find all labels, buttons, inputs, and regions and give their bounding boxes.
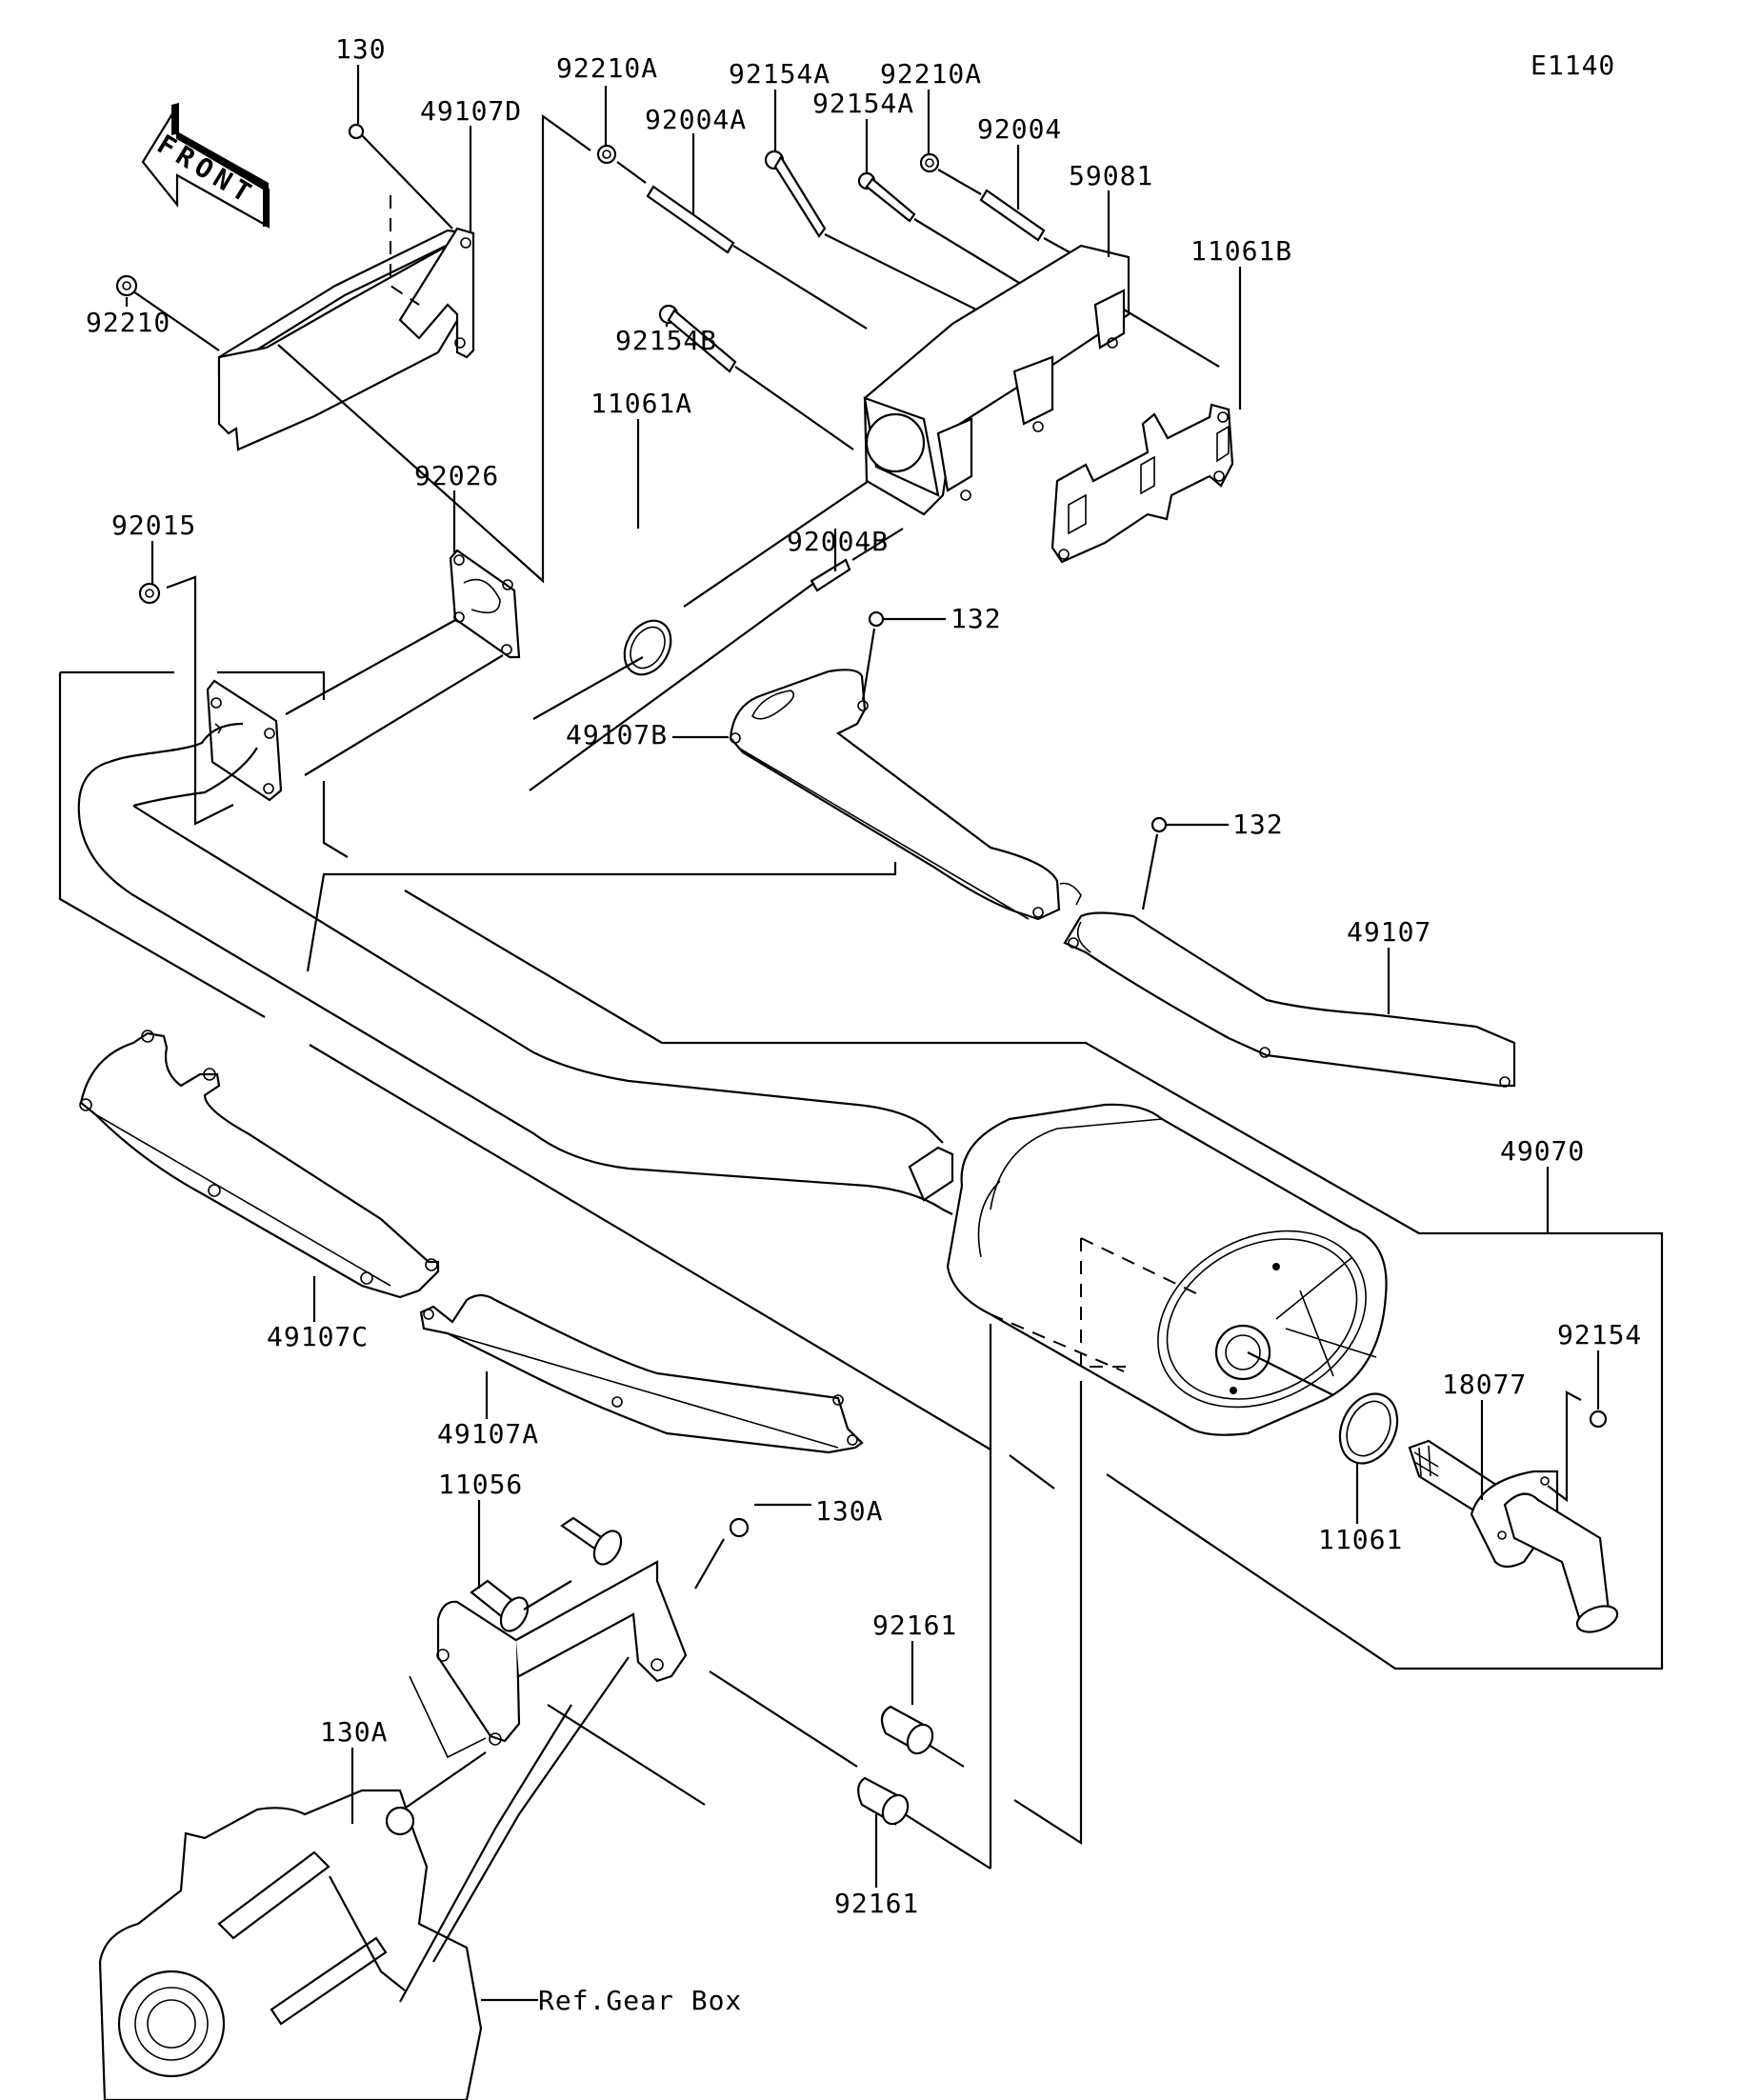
callout-11061B: 11061B [1191,235,1293,267]
callout-92004B: 92004B [787,526,890,557]
callout-130A-right: 130A [815,1495,884,1527]
callout-11056: 11056 [438,1469,524,1500]
heat-guard-49107D [217,195,475,451]
heat-guard-49107C [79,1030,440,1299]
bolt-92154B [658,304,854,450]
reference-note: Ref.Gear Box [538,1985,743,2016]
callout-92004A: 92004A [645,104,748,135]
callout-92161-upper: 92161 [872,1610,958,1641]
callout-92154B: 92154B [615,325,718,356]
callout-92004: 92004 [977,113,1063,145]
heat-guard-49107A [419,1293,864,1454]
callout-130: 130 [335,33,387,65]
callout-130A-left: 130A [320,1716,389,1748]
exhaust-manifold-59081 [863,244,1131,516]
bracket-11056 [409,1516,688,1759]
callout-92210: 92210 [86,307,171,338]
callout-132-upper: 132 [951,603,1002,634]
collar-92161-upper [880,1705,965,1768]
callout-92210A-right: 92210A [880,58,983,90]
callout-92154: 92154 [1557,1319,1643,1350]
heat-guard-49107B [729,669,1082,921]
bolt-92154 [1547,1390,1608,1503]
callout-92161-lower: 92161 [834,1888,920,1919]
heat-guard-49107 [1063,911,1516,1088]
bolt-130A-right [694,1517,750,1590]
bolt-92154A-2 [857,171,1025,287]
front-arrow-icon: FRONT [141,103,270,229]
diagram-code: E1140 [1531,50,1616,81]
exhaust-pipe [77,679,953,1215]
callout-92154A-1: 92154A [729,58,831,90]
nut-92210A-left [596,144,647,184]
callout-92210A-left: 92210A [556,52,659,84]
callout-59081: 59081 [1069,160,1154,191]
gasket-ring-11061A [623,619,672,676]
nut-92210A-right [919,152,982,195]
manifold-gasket-11061B [1051,403,1234,564]
callout-92154A-2: 92154A [812,88,915,119]
callout-11061: 11061 [1318,1524,1404,1555]
callout-49107: 49107 [1347,916,1432,948]
callout-18077: 18077 [1442,1369,1528,1400]
bolt-130 [348,123,453,230]
nut-92210 [115,274,138,297]
stud-92004 [979,189,1072,254]
gasket-11061 [1338,1392,1399,1465]
spark-arrester-18077 [1408,1439,1619,1633]
callout-49107C: 49107C [267,1321,370,1352]
callout-49070: 49070 [1500,1135,1586,1167]
callout-92015: 92015 [111,510,197,541]
screw-132-lower [1141,816,1168,910]
screw-132-upper [861,610,885,701]
callout-11061A: 11061A [590,388,693,419]
collar-92161-lower [857,1776,991,1870]
nut-92015 [138,575,234,826]
callout-49107D: 49107D [420,95,523,127]
callout-132-lower: 132 [1232,809,1284,840]
callout-49107B: 49107B [566,719,669,750]
callout-49107A: 49107A [437,1418,540,1450]
callout-92026: 92026 [414,460,500,491]
muffler-49070 [908,1103,1388,1436]
stud-92004A [646,185,868,330]
gear-box-reference [98,1656,630,2100]
bolt-92154A-1 [764,150,987,315]
flange-gasket-92026 [449,549,521,659]
